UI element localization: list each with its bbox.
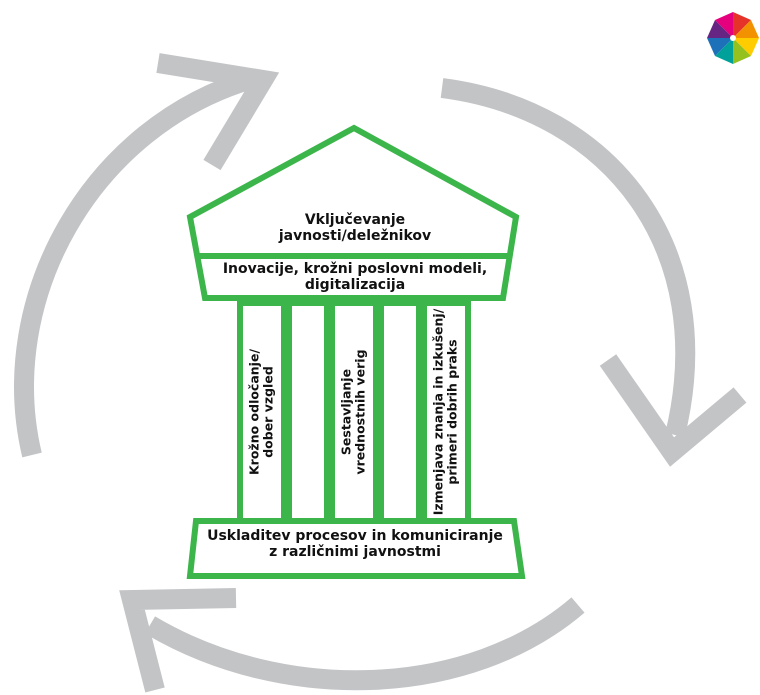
cycle-arrow-bottom-head <box>119 588 237 693</box>
temple <box>186 124 526 579</box>
multicolor-pinwheel-logo <box>707 12 759 64</box>
pediment-label: Vključevanje javnosti/deležnikov <box>278 212 432 245</box>
cycle-arrow-left-head <box>156 53 280 171</box>
cycle-arrow-right <box>440 78 696 438</box>
cycle-arrows <box>14 53 747 693</box>
base-shape <box>186 518 526 579</box>
pillar-2 <box>286 300 330 524</box>
cycle-arrow-bottom <box>144 597 585 691</box>
pillar-4 <box>378 300 422 524</box>
base-label: Uskladitev procesov in komuniciranje z r… <box>207 528 503 561</box>
pillar-label-1: Krožno odločanje/ dober vzgled <box>246 348 276 476</box>
cycle-arrow-right-head <box>599 354 747 467</box>
frieze-label: Inovacije, krožni poslovni modeli, digit… <box>222 261 488 294</box>
cycle-arrow-left <box>14 68 258 458</box>
pillar-label-3: Izmenjava znanja in izkušenj/ primeri do… <box>430 308 460 516</box>
pillar-label-2: Sestavljanje vrednostnih verig <box>338 349 368 475</box>
pillar-1 <box>237 300 287 524</box>
